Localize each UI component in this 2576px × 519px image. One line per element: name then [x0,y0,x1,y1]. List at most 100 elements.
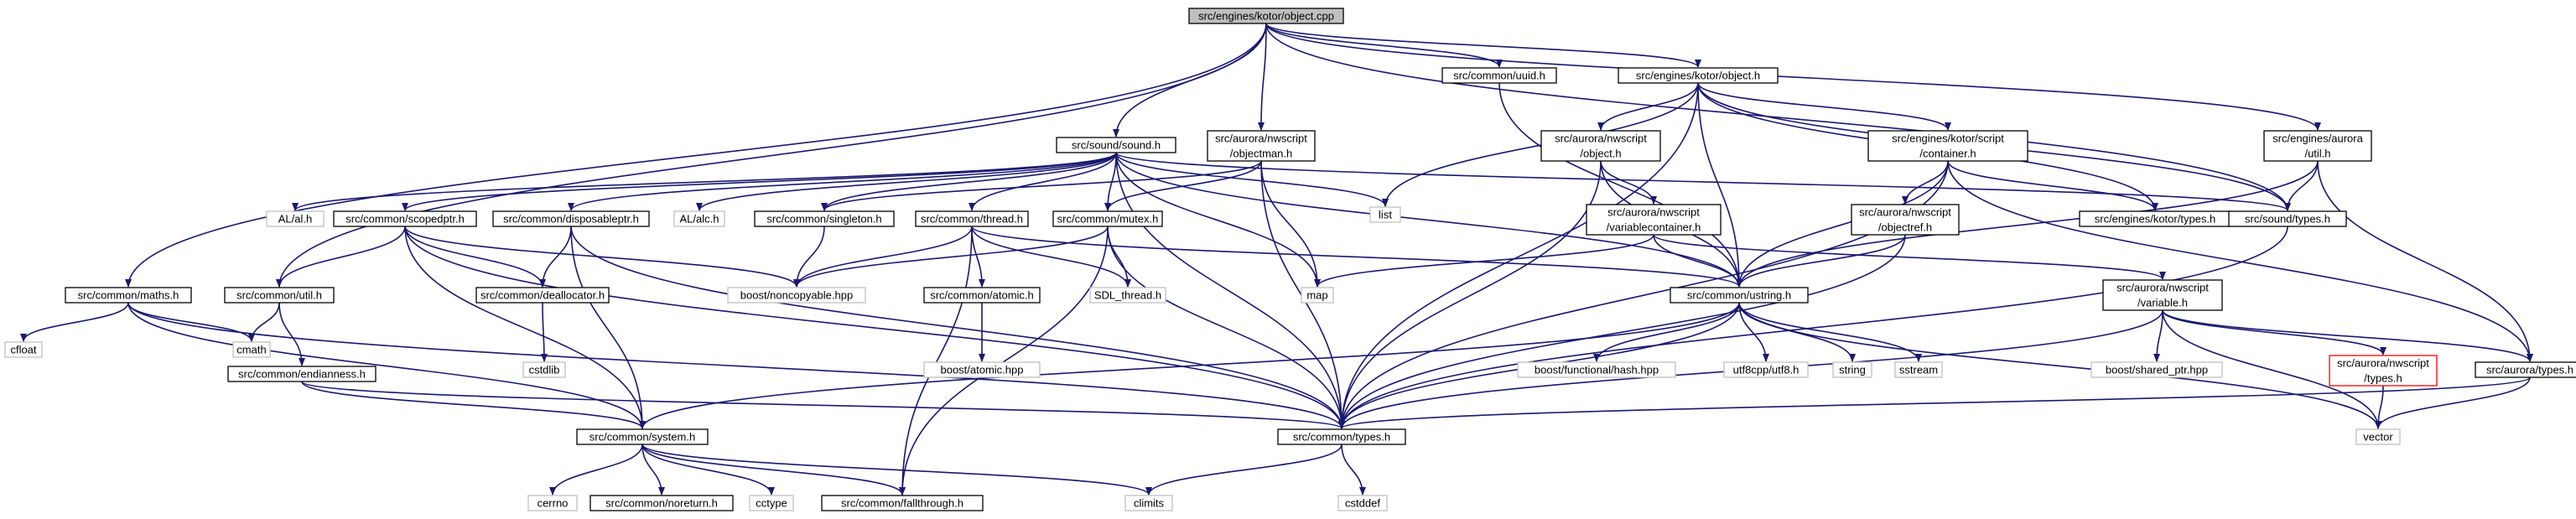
node-atypes[interactable]: src/aurora/types.h [2475,361,2576,378]
node-label: sstream [1899,364,1938,376]
node-label: /objectman.h [1230,148,1292,160]
node-cutil[interactable]: src/common/util.h [224,287,335,304]
node-box [1052,210,1163,227]
node-ustring[interactable]: src/common/ustring.h [1670,287,1809,304]
node-varcontainer[interactable]: src/aurora/nwscript/variablecontainer.h [1586,204,1722,236]
node-cerrno: cerrno [527,495,578,511]
include-edge-mutex-to-ctypes [1107,226,1345,429]
node-label: src/common/endianness.h [238,368,366,381]
node-stypes[interactable]: src/sound/types.h [2228,210,2347,227]
include-edge-root-to-maths [125,23,1267,288]
include-edge-variable-to-vector [2162,309,2381,429]
include-edge-system-to-climits [641,444,1152,496]
node-disposable[interactable]: src/common/disposableptr.h [492,210,650,227]
node-box [333,210,477,227]
node-fallthrough[interactable]: src/common/fallthrough.h [821,495,984,511]
node-label: src/engines/kotor/object.cpp [1198,10,1334,23]
node-box [266,210,325,227]
node-label: src/common/deallocator.h [480,289,605,302]
node-label: src/engines/kotor/object.h [1636,70,1760,82]
node-label: /variablecontainer.h [1607,221,1701,234]
node-box [65,287,192,304]
node-thread[interactable]: src/common/thread.h [915,210,1029,227]
node-label: src/common/uuid.h [1453,70,1545,82]
include-edge-root-to-stypes [1265,23,2291,211]
node-string: string [1832,361,1872,378]
node-nwtypes[interactable]: src/aurora/nwscript/types.h [2329,355,2438,387]
include-edge-ctypes-to-cstddef [1341,444,1366,496]
node-ktypes[interactable]: src/engines/kotor/types.h [2079,210,2231,227]
node-box [1618,67,1779,84]
include-edge-atypes-to-ctypes [1338,376,2531,429]
node-noreturn[interactable]: src/common/noreturn.h [589,495,734,511]
include-edge-disposable-to-system [570,226,646,429]
node-label: climits [1134,497,1165,510]
include-edge-sound-to-disposable [568,152,1117,211]
include-edge-sound-to-map [1115,152,1321,288]
node-box [727,287,866,304]
node-box [2263,130,2372,162]
node-batomic: boost/atomic.hpp [923,361,1041,378]
node-cctype: cctype [749,495,794,511]
node-uuid[interactable]: src/common/uuid.h [1441,67,1557,84]
node-maths[interactable]: src/common/maths.h [65,287,192,304]
node-container[interactable]: src/engines/kotor/script/container.h [1867,130,2028,162]
node-cmath: cmath [232,341,271,358]
node-mutex[interactable]: src/common/mutex.h [1052,210,1163,227]
node-label: src/sound/types.h [2245,213,2330,226]
node-box [754,210,895,227]
include-edge-nwobject-to-varcontainer [1600,160,1657,205]
node-label: src/common/disposableptr.h [503,213,639,226]
node-nwobject[interactable]: src/aurora/nwscript/object.h [1540,130,1661,162]
include-edge-scopedptr-to-system [404,226,646,429]
node-kobject[interactable]: src/engines/kotor/object.h [1618,67,1779,84]
node-label: AL/alc.h [680,213,719,226]
node-label: src/common/thread.h [921,213,1023,226]
node-sound[interactable]: src/sound/sound.h [1056,137,1176,153]
include-edge-ustring-to-vector [1738,302,2381,429]
node-list: list [1369,206,1401,223]
node-scopedptr[interactable]: src/common/scopedptr.h [333,210,477,227]
node-label: src/common/types.h [1293,431,1390,444]
node-atomic[interactable]: src/common/atomic.h [923,287,1041,304]
include-edge-cutil-to-cmath [248,302,280,342]
node-label: src/aurora/nwscript [1859,206,1951,219]
node-singleton[interactable]: src/common/singleton.h [754,210,895,227]
node-label: utf8cpp/utf8.h [1733,364,1800,376]
include-edge-sound-to-list [1115,152,1389,207]
node-label: /types.h [2364,372,2402,385]
include-edge-root-to-kobject [1265,23,1701,68]
node-autil[interactable]: src/engines/aurora/util.h [2263,130,2372,162]
include-edge-root-to-autil [1265,23,2321,131]
node-label: src/aurora/nwscript [1607,206,1700,219]
include-edge-system-to-cctype [641,444,775,496]
node-sstream: sstream [1894,361,1943,378]
include-edge-kobject-to-container [1697,82,1951,131]
node-box [1832,361,1872,378]
node-box [589,495,734,511]
include-edge-sound-to-singleton [821,152,1117,211]
node-variable[interactable]: src/aurora/nwscript/variable.h [2102,279,2223,311]
node-layer: src/engines/kotor/object.cpp src/common/u… [4,8,2576,511]
node-objectman[interactable]: src/aurora/nwscript/objectman.h [1207,130,1316,162]
node-endianness[interactable]: src/common/endianness.h [227,366,377,382]
node-box [1124,495,1173,511]
node-ctypes[interactable]: src/common/types.h [1277,428,1406,445]
node-system[interactable]: src/common/system.h [576,428,709,445]
include-edge-autil-to-atypes [2317,160,2533,362]
node-objectref[interactable]: src/aurora/nwscript/objectref.h [1851,204,1960,236]
node-label: src/common/atomic.h [930,289,1034,302]
include-edge-sound-to-al [292,152,1117,211]
include-edge-stypes-to-ctypes [1338,226,2288,429]
node-cstdlib: cstdlib [522,361,566,378]
include-edge-thread-to-fallthrough [899,226,973,496]
node-box [821,495,984,511]
node-climits: climits [1124,495,1173,511]
include-edge-ctypes-to-climits [1145,444,1343,496]
node-dealloc[interactable]: src/common/deallocator.h [475,287,610,304]
node-label: cerrno [538,497,569,510]
include-edge-cutil-to-endianness [278,302,305,366]
node-label: cctype [756,497,787,510]
node-label: boost/functional/hash.hpp [1535,364,1659,376]
